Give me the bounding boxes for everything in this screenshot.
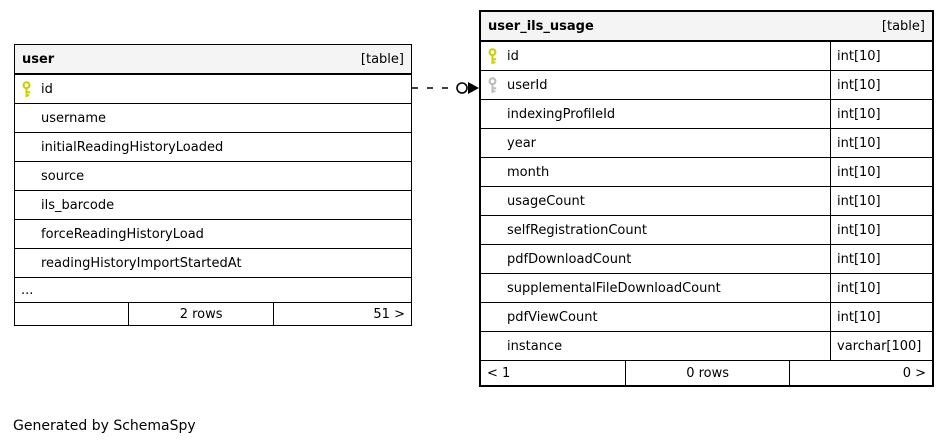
column-name: month	[507, 164, 550, 180]
column-row-usagecount[interactable]: usageCount int[10]	[481, 186, 932, 215]
column-row-selfregistrationcount[interactable]: selfRegistrationCount int[10]	[481, 215, 932, 244]
table-name: user_ils_usage	[488, 18, 594, 34]
foreign-key-icon	[481, 76, 507, 94]
column-row-ils_barcode[interactable]: ils_barcode	[15, 190, 411, 219]
column-type: int[10]	[830, 303, 932, 331]
fk-relationship-connector	[412, 82, 479, 94]
column-row-year[interactable]: year int[10]	[481, 128, 932, 157]
column-type: int[10]	[830, 187, 932, 215]
column-row-source[interactable]: source	[15, 161, 411, 190]
column-name: id	[41, 81, 53, 97]
zero-or-one-circle-marker	[456, 82, 468, 94]
table-user-header[interactable]: user [table]	[15, 45, 411, 75]
column-name: instance	[507, 338, 563, 354]
column-name: selfRegistrationCount	[507, 222, 647, 238]
column-name: indexingProfileId	[507, 106, 616, 122]
column-row-supplementalfiledownloadcount[interactable]: supplementalFileDownloadCount int[10]	[481, 273, 932, 302]
footer-parents-count: < 1	[487, 365, 511, 381]
table-user-ils-usage-footer: < 1 0 rows 0 >	[481, 360, 932, 385]
column-row-userid[interactable]: userId int[10]	[481, 70, 932, 99]
column-type: int[10]	[830, 129, 932, 157]
table-user-columns: id username initialReadingHistoryLoaded sou…	[15, 75, 411, 302]
footer-left-cell	[15, 303, 128, 325]
column-name: ...	[21, 282, 34, 298]
column-type: int[10]	[830, 42, 932, 70]
column-name: forceReadingHistoryLoad	[41, 226, 204, 242]
column-type: int[10]	[830, 274, 932, 302]
footer-children-count: 51 >	[373, 306, 405, 322]
column-type: int[10]	[830, 245, 932, 273]
table-name: user	[22, 51, 55, 67]
primary-key-icon	[15, 80, 41, 98]
column-name: username	[41, 110, 106, 126]
column-row-month[interactable]: month int[10]	[481, 157, 932, 186]
footer-row-count: 0 rows	[625, 361, 790, 385]
column-row-instance[interactable]: instance varchar[100]	[481, 331, 932, 360]
column-name: userId	[507, 77, 548, 93]
table-user-footer: 2 rows 51 >	[15, 302, 411, 325]
column-type: int[10]	[830, 216, 932, 244]
column-name: pdfViewCount	[507, 309, 598, 325]
column-row-pdfdownloadcount[interactable]: pdfDownloadCount int[10]	[481, 244, 932, 273]
column-row-forcereadinghistoryload[interactable]: forceReadingHistoryLoad	[15, 219, 411, 248]
column-row-id[interactable]: id	[15, 75, 411, 103]
column-name: usageCount	[507, 193, 585, 209]
table-type-badge: [table]	[881, 18, 925, 34]
column-row-indexingprofileid[interactable]: indexingProfileId int[10]	[481, 99, 932, 128]
table-user-ils-usage-header[interactable]: user_ils_usage [table]	[481, 12, 932, 42]
table-type-badge: [table]	[360, 51, 404, 67]
column-row-id[interactable]: id int[10]	[481, 42, 932, 70]
column-row-readinghistoryimportstartedat[interactable]: readingHistoryImportStartedAt	[15, 248, 411, 277]
column-name: ils_barcode	[41, 197, 115, 213]
column-name: source	[41, 168, 85, 184]
column-row-pdfviewcount[interactable]: pdfViewCount int[10]	[481, 302, 932, 331]
table-user-ils-usage[interactable]: user_ils_usage [table] id int[10] userId in…	[479, 10, 934, 387]
column-type: int[10]	[830, 158, 932, 186]
column-type: int[10]	[830, 100, 932, 128]
primary-key-icon	[481, 47, 507, 65]
column-name: id	[507, 48, 519, 64]
column-row-username[interactable]: username	[15, 103, 411, 132]
column-type: varchar[100]	[830, 332, 932, 360]
column-name: readingHistoryImportStartedAt	[41, 255, 242, 271]
table-user[interactable]: user [table] id username initialReadingHis…	[14, 44, 412, 326]
column-type: int[10]	[830, 71, 932, 99]
column-name: supplementalFileDownloadCount	[507, 280, 721, 296]
generated-by-note: Generated by SchemaSpy	[13, 418, 196, 434]
column-name: initialReadingHistoryLoaded	[41, 139, 224, 155]
footer-row-count: 2 rows	[127, 303, 275, 325]
more-columns-row[interactable]: ...	[15, 277, 411, 302]
footer-children-count: 0 >	[902, 365, 926, 381]
relationship-arrowhead-icon	[468, 82, 479, 94]
column-name: year	[507, 135, 537, 151]
column-row-initialreadinghistoryloaded[interactable]: initialReadingHistoryLoaded	[15, 132, 411, 161]
column-name: pdfDownloadCount	[507, 251, 632, 267]
